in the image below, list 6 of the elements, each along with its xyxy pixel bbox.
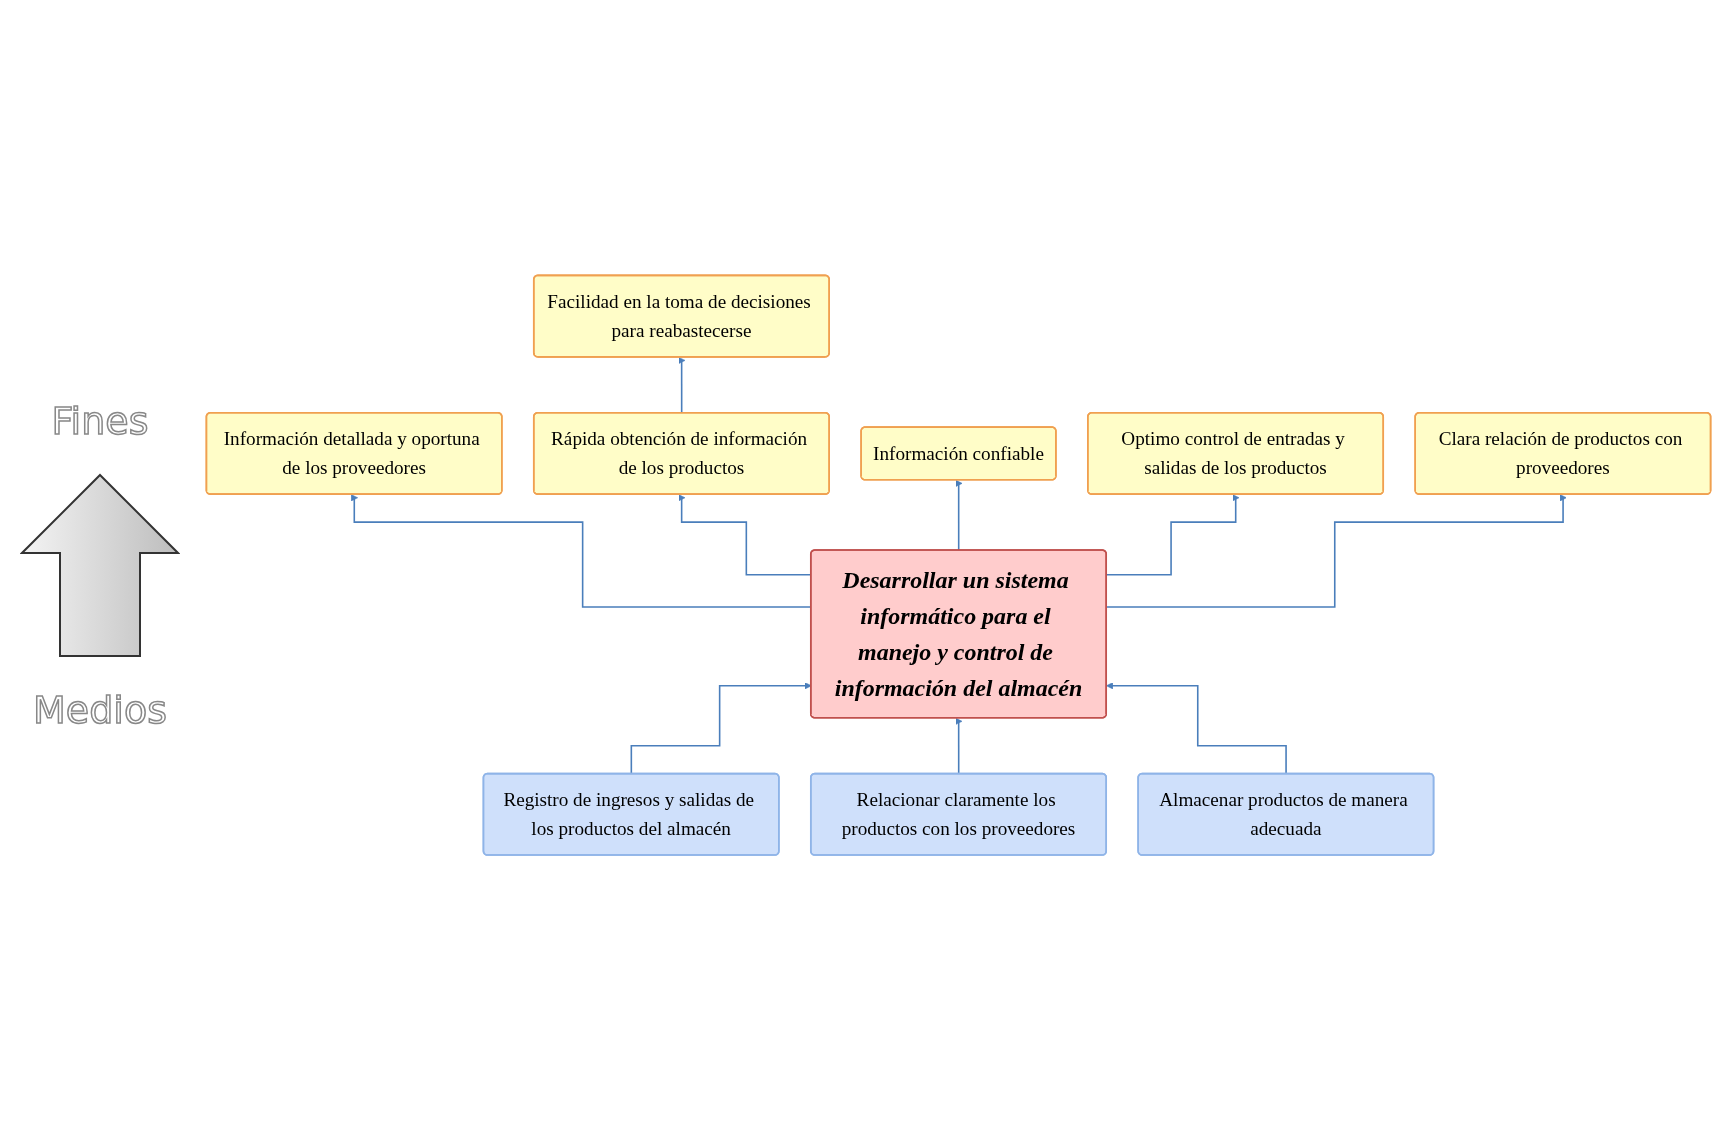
axis-label: Fines — [51, 398, 149, 443]
axis-label: Medios — [33, 687, 167, 732]
arrow — [678, 356, 686, 414]
arrow — [955, 717, 963, 775]
arrow — [1106, 682, 1288, 775]
arrow — [955, 479, 963, 551]
